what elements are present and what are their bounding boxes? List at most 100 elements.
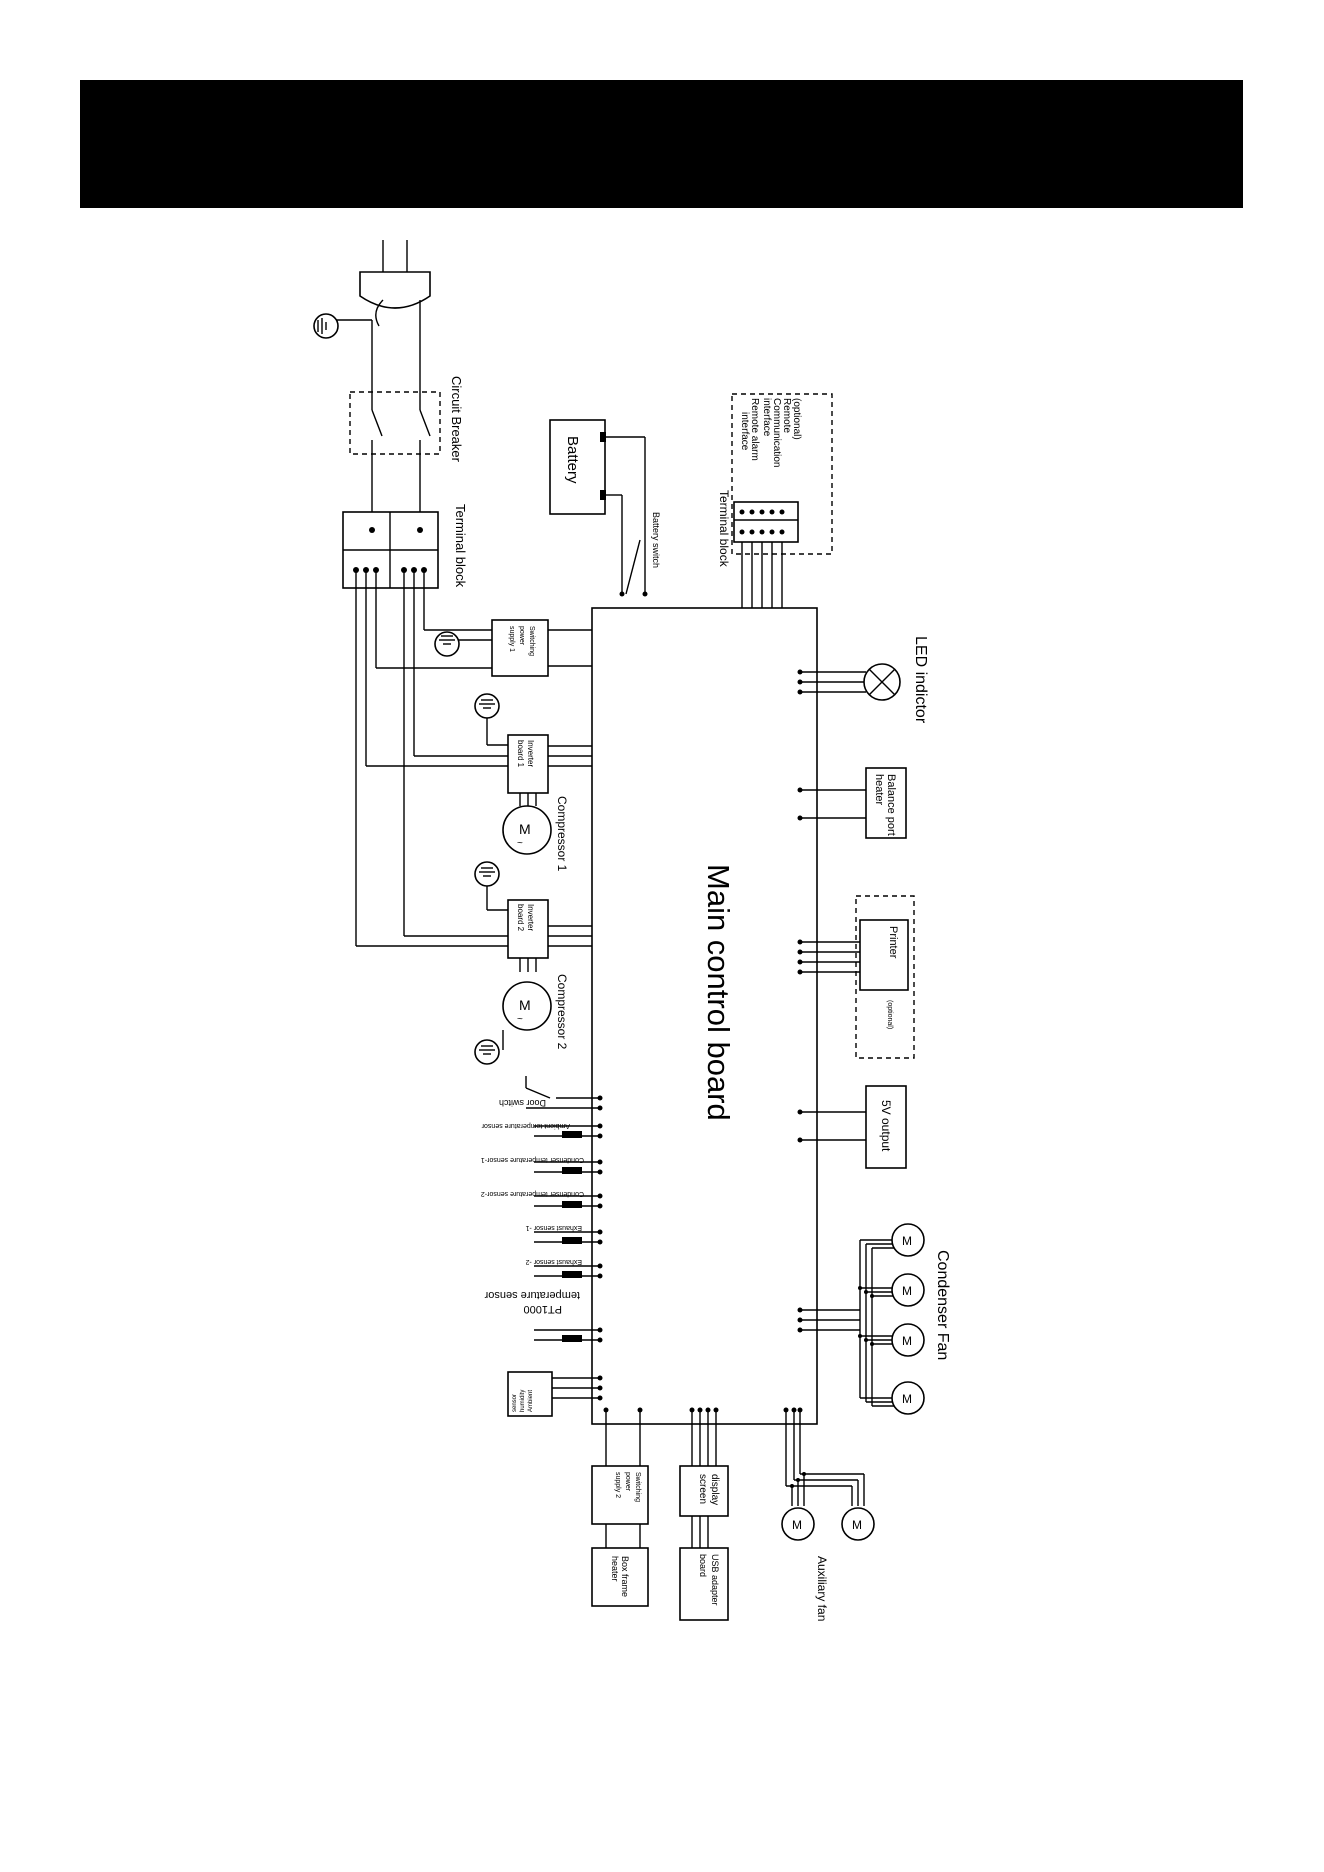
smps2-label-2: power xyxy=(624,1472,631,1492)
printer-optional-label: (optional) xyxy=(886,1000,893,1029)
amb-hum-label-3: sensor xyxy=(512,1394,518,1412)
box-heater-label-2: heater xyxy=(610,1556,620,1582)
compressor-1-label: Compressor 1 xyxy=(555,796,569,872)
balance-label-2: heater xyxy=(873,774,885,806)
pt1000-temperature-sensor xyxy=(534,1327,603,1343)
motor-symbol: M xyxy=(519,997,531,1013)
terminal-block-main-label: Terminal block xyxy=(453,504,468,588)
inv1-label-1: Inverter xyxy=(526,740,535,767)
box-frame-heater xyxy=(591,1547,649,1607)
auxiliary-fan-motor: M xyxy=(841,1507,875,1541)
ambient-humidity-sensor xyxy=(507,1371,603,1417)
condenser-fan-motor: M xyxy=(891,1273,925,1307)
battery-switch-label: Battery switch xyxy=(651,512,661,568)
remote-alarm-label-2: interface xyxy=(739,412,750,451)
condenser-fan-motor: M xyxy=(891,1323,925,1357)
ambient-temp-label: Ambient temperature sensor xyxy=(481,1122,570,1129)
motor-symbol: M xyxy=(792,1518,802,1532)
condenser-fan-motor: M xyxy=(891,1381,925,1415)
smps2-label-3: supply 2 xyxy=(614,1472,621,1498)
condenser-fan-motor: M xyxy=(891,1223,925,1257)
motor-symbol: M xyxy=(902,1334,912,1348)
switching-power-supply-2 xyxy=(591,1407,649,1548)
compressor-1-motor: M ~ xyxy=(502,793,552,855)
inv1-label-2: board 1 xyxy=(516,740,525,768)
auxiliary-fan-label: Auxiliary fan xyxy=(815,1556,829,1621)
display-label-1: display xyxy=(709,1474,720,1505)
ground-icon xyxy=(313,313,339,339)
mains-plug xyxy=(327,240,431,392)
five-volt-output xyxy=(797,1085,907,1169)
cond-temp-1-label: Condenser temperature sensor-1 xyxy=(481,1156,584,1163)
ac-symbol: ~ xyxy=(517,838,523,849)
ground-icon xyxy=(474,861,500,887)
door-switch-label: Door switch xyxy=(499,1098,546,1108)
header-bar xyxy=(80,80,1243,208)
auxiliary-fan-wiring xyxy=(783,1407,865,1506)
ground-icon xyxy=(474,693,500,719)
battery xyxy=(549,419,648,597)
inverter-board-2 xyxy=(486,884,603,959)
amb-hum-label-1: Ambient xyxy=(528,1390,534,1412)
display-label-2: screen xyxy=(697,1474,708,1504)
battery-label: Battery xyxy=(564,436,581,484)
terminal-block-remote-label: Terminal block xyxy=(717,490,731,568)
cond-temp-2-label: Condenser temperature sensor-2 xyxy=(481,1190,584,1197)
remote-optional-label: (optional) xyxy=(791,398,802,440)
inv2-label-2: board 2 xyxy=(516,904,525,932)
usb-label-2: board xyxy=(698,1554,708,1577)
exhaust-1-label: Exhaust sensor -1 xyxy=(525,1224,582,1231)
condenser-temperature-sensor-1 xyxy=(534,1159,603,1175)
auxiliary-fan-motor: M xyxy=(781,1507,815,1541)
condenser-fan-label: Condenser Fan xyxy=(934,1250,951,1360)
main-board-label: Main control board xyxy=(701,864,736,1121)
balance-label-1: Balance port xyxy=(885,774,897,836)
motor-symbol: M xyxy=(519,821,531,837)
compressor-2-label: Compressor 2 xyxy=(555,974,569,1050)
balance-port-heater xyxy=(797,767,907,839)
motor-symbol: M xyxy=(902,1234,912,1248)
door-switch xyxy=(525,1076,603,1111)
smps1-label-3: supply 1 xyxy=(508,626,515,652)
condenser-temperature-sensor-2 xyxy=(534,1193,603,1209)
pt1000-label-2: temperature sensor xyxy=(484,1289,580,1301)
led-indicator-label: LED indictor xyxy=(912,636,929,724)
motor-symbol: M xyxy=(902,1284,912,1298)
pt1000-label-1: PT1000 xyxy=(523,1303,562,1315)
usb-label-1: USB adapter xyxy=(710,1554,720,1606)
ground-icon xyxy=(474,1039,500,1065)
five-volt-label: 5V output xyxy=(879,1100,893,1152)
smps1-label-1: Switching xyxy=(528,626,535,656)
remote-comm-label-2: Communication xyxy=(771,398,782,467)
smps1-label-2: power xyxy=(518,626,525,646)
circuit-breaker xyxy=(349,391,441,512)
compressor-2-motor: M ~ xyxy=(502,958,552,1050)
smps2-label-1: Switching xyxy=(634,1472,641,1502)
ac-symbol: ~ xyxy=(517,1014,523,1025)
led-indicator xyxy=(797,663,901,701)
inverter-board-1 xyxy=(486,716,603,794)
exhaust-sensor-2 xyxy=(534,1263,603,1279)
ambient-temperature-sensor xyxy=(534,1123,603,1139)
exhaust-2-label: Exhaust sensor -2 xyxy=(525,1258,582,1265)
remote-comm-label-3: interface xyxy=(761,398,772,437)
printer xyxy=(797,895,915,1059)
remote-comm-label-1: Remote xyxy=(781,398,792,433)
main-control-board xyxy=(591,607,818,1425)
display-screen xyxy=(679,1407,729,1548)
amb-hum-label-2: humidity xyxy=(520,1390,526,1412)
motor-symbol: M xyxy=(902,1392,912,1406)
circuit-breaker-label: Circuit Breaker xyxy=(449,376,464,463)
terminal-block-main xyxy=(342,511,439,589)
ground-icon xyxy=(434,631,460,657)
printer-label: Printer xyxy=(887,926,899,959)
condenser-fan-wiring xyxy=(797,1239,896,1407)
remote-alarm-label-1: Remote alarm xyxy=(749,398,760,461)
motor-symbol: M xyxy=(852,1518,862,1532)
usb-adapter-board xyxy=(679,1547,729,1621)
inv2-label-1: Inverter xyxy=(526,904,535,931)
box-heater-label-1: Box frame xyxy=(620,1556,630,1597)
power-feed-wires xyxy=(355,570,508,947)
exhaust-sensor-1 xyxy=(534,1229,603,1245)
